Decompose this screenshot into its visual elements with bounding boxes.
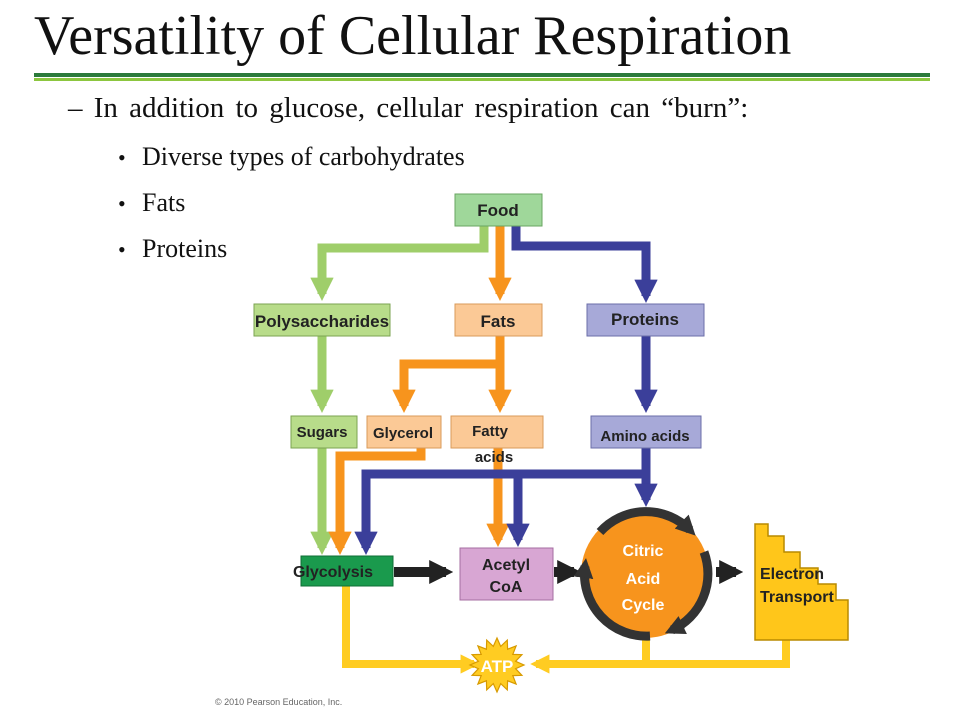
amino-acids-box — [590, 415, 702, 449]
polysaccharides-label: Polysaccharides — [255, 312, 389, 331]
sub-bullet-text: Diverse types of carbohydrates — [142, 142, 465, 171]
fats-to-glycerol-arrow — [392, 346, 505, 414]
glycolysis-box — [300, 555, 394, 587]
electron-transport-label-line1: Electron — [760, 566, 824, 583]
food-to-proteins-arrow — [511, 226, 658, 304]
atp-star-shape — [468, 636, 526, 694]
atp-label: ATP — [481, 657, 514, 676]
citric-cycle-label-line1: Citric — [623, 543, 664, 560]
sub-bullet-item: • Diverse types of carbohydrates — [118, 140, 465, 186]
glycolysis-to-atp-arrow — [342, 586, 480, 674]
sugars-label: Sugars — [297, 424, 348, 441]
polysaccharides-box — [253, 303, 391, 337]
glycolysis-label: Glycolysis — [293, 564, 373, 581]
sub-bullet-item: • Proteins — [118, 232, 465, 278]
cycle-arrow-left — [573, 558, 651, 641]
protein-pathway — [354, 226, 658, 556]
food-to-polysaccharides-arrow — [310, 226, 489, 302]
fatty-acids-box — [450, 415, 544, 449]
electron-transport-staircase — [754, 523, 849, 641]
title-rule-dark — [34, 73, 930, 77]
carbohydrate-pathway — [310, 226, 489, 556]
food-box — [454, 193, 543, 227]
citric-cycle-fill — [581, 510, 709, 638]
bullet-dot: • — [118, 237, 126, 262]
fatty-acids-label-line1: Fatty — [472, 423, 508, 440]
bullet-dot: • — [118, 145, 126, 170]
sub-bullet-text: Fats — [142, 188, 186, 217]
glycerol-to-glycolysis-arrow — [328, 448, 426, 556]
electron-transport-chain: Electron Transport — [754, 523, 849, 641]
title-rule-light — [34, 78, 930, 81]
citric-acid-cycle: Citric Acid Cycle — [573, 507, 713, 641]
bullet-dot: • — [118, 191, 126, 216]
fats-box — [454, 303, 543, 337]
diagram-boxes: Food Polysaccharides Fats Proteins Sugar… — [253, 193, 705, 601]
fat-pathway — [328, 226, 512, 556]
main-bullet: – In addition to glucose, cellular respi… — [68, 92, 749, 124]
acetyl-coa-label-line1: Acetyl — [482, 557, 530, 574]
amino-acids-to-glycolysis-arrow — [354, 469, 646, 556]
sub-bullet-item: • Fats — [118, 186, 465, 232]
acetyl-coa-box — [459, 547, 554, 601]
fats-label: Fats — [481, 312, 516, 331]
citric-cycle-label-line2: Acid — [626, 571, 661, 588]
fatty-acids-label-line2: acids — [475, 449, 513, 466]
amino-acids-label: Amino acids — [600, 428, 689, 445]
sub-bullet-text: Proteins — [142, 234, 228, 263]
energy-pathway — [342, 586, 790, 674]
sugars-box — [290, 415, 358, 449]
cycle-arrow-top — [596, 507, 696, 536]
slide-title: Versatility of Cellular Respiration — [34, 5, 792, 67]
proteins-box — [586, 303, 705, 337]
sub-bullet-list: • Diverse types of carbohydrates • Fats • P… — [118, 140, 465, 278]
citric-cycle-label-line3: Cycle — [622, 597, 665, 614]
cycle-arrow-right — [664, 550, 713, 635]
glycerol-box — [366, 415, 442, 449]
electron-transport-label-line2: Transport — [760, 589, 834, 606]
copyright-notice: © 2010 Pearson Education, Inc. — [215, 697, 343, 707]
proteins-label: Proteins — [611, 310, 679, 329]
food-label: Food — [477, 201, 519, 220]
acetyl-coa-label-line2: CoA — [490, 579, 523, 596]
atp-starburst: ATP — [468, 636, 526, 694]
glycerol-label: Glycerol — [373, 425, 433, 442]
electron-transport-to-atp-arrow — [530, 640, 790, 674]
